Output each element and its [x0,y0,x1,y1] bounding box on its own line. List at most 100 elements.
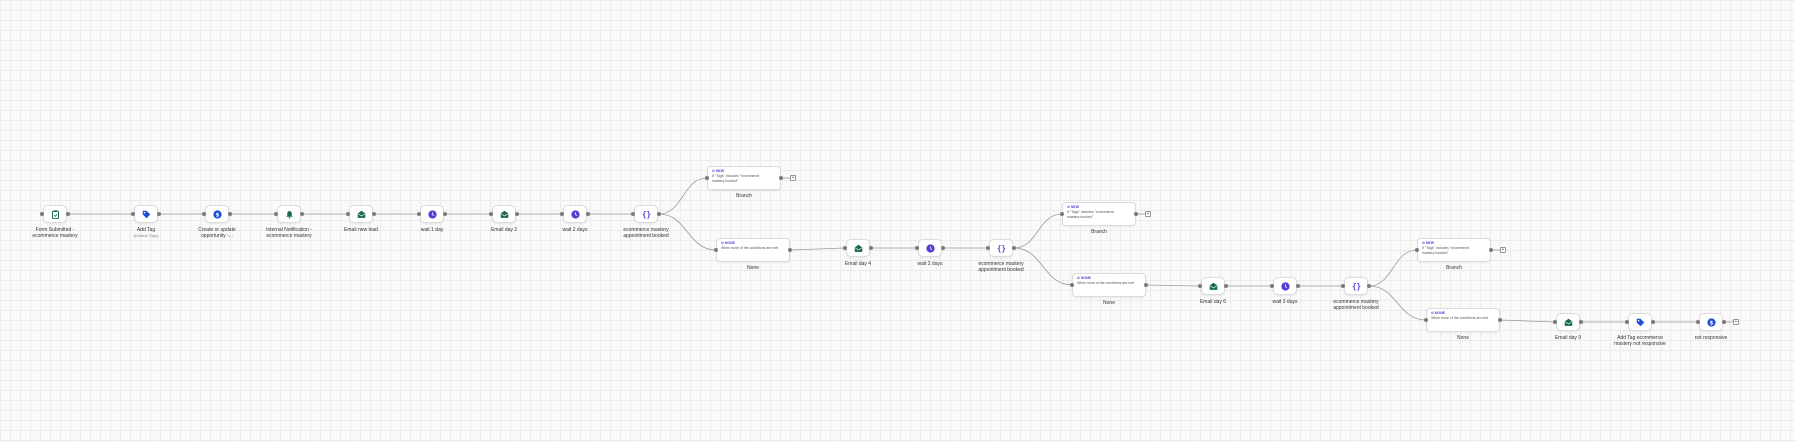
bell-icon [285,210,293,218]
node-output-port[interactable] [1722,320,1726,324]
add-step-button[interactable]: + [1733,319,1739,325]
branch-output-port[interactable] [1144,283,1148,287]
node-input-port[interactable] [1625,320,1629,324]
node-label: Internal Notification -ecommerce mastery [239,227,339,239]
svg-text:{}: {} [1352,282,1361,291]
node-input-port[interactable] [274,212,278,216]
node-label: Email day 6 [1163,299,1263,305]
add-step-button[interactable]: + [790,175,796,181]
node-output-port[interactable] [941,246,945,250]
branch-input-port[interactable] [1070,283,1074,287]
workflow-node-condition[interactable]: {} [989,239,1013,257]
node-input-port[interactable] [986,246,990,250]
node-input-port[interactable] [915,246,919,250]
add-step-button[interactable]: + [1500,247,1506,253]
connector-line [1145,284,1201,287]
node-output-port[interactable] [869,246,873,250]
workflow-node-wait[interactable] [563,205,587,223]
node-input-port[interactable] [202,212,206,216]
node-label-line: wait 3 days [1272,299,1298,305]
node-input-port[interactable] [843,246,847,250]
branch-tag: ⊙ NEW [1422,241,1435,245]
branch-input-port[interactable] [1060,212,1064,216]
node-input-port[interactable] [1341,284,1345,288]
node-input-port[interactable] [1198,284,1202,288]
branch-connector [1368,249,1418,287]
node-output-port[interactable] [1651,320,1655,324]
workflow-node-tag[interactable] [134,205,158,223]
branch-input-port[interactable] [714,248,718,252]
node-output-port[interactable] [228,212,232,216]
workflow-node-notification[interactable] [277,205,301,223]
workflow-node-email[interactable] [1201,277,1225,295]
node-output-port[interactable] [515,212,519,216]
node-input-port[interactable] [489,212,493,216]
tag-icon [142,210,150,218]
workflow-node-email[interactable] [1556,313,1580,331]
branch-output-port[interactable] [1498,318,1502,322]
node-output-port[interactable] [300,212,304,216]
node-input-port[interactable] [631,212,635,216]
workflow-node-email[interactable] [846,239,870,257]
node-output-port[interactable] [157,212,161,216]
node-output-port[interactable] [1224,284,1228,288]
branch-input-port[interactable] [1415,248,1419,252]
node-input-port[interactable] [40,212,44,216]
branch-label: None [1103,300,1115,306]
node-label-line: wait 1 day [420,227,444,233]
node-input-port[interactable] [131,212,135,216]
add-step-button[interactable]: + [1145,211,1151,217]
branch-input-port[interactable] [1424,318,1428,322]
node-output-port[interactable] [1012,246,1016,250]
node-output-port[interactable] [586,212,590,216]
node-output-port[interactable] [66,212,70,216]
branch-connector [658,213,717,251]
workflow-node-wait[interactable] [1273,277,1297,295]
workflow-node-trigger[interactable] [43,205,67,223]
workflow-node-condition[interactable]: {} [634,205,658,223]
workflow-node-email[interactable] [349,205,373,223]
braces-icon: {} [997,244,1006,253]
workflow-node-opportunity[interactable]: $ [1699,313,1723,331]
workflow-node-opportunity[interactable]: $ [205,205,229,223]
node-input-port[interactable] [1270,284,1274,288]
node-output-port[interactable] [657,212,661,216]
workflow-node-wait[interactable] [918,239,942,257]
branch-output-port[interactable] [1134,212,1138,216]
workflow-node-email[interactable] [492,205,516,223]
braces-icon: {} [1352,282,1361,291]
node-output-port[interactable] [372,212,376,216]
node-input-port[interactable] [1553,320,1557,324]
branch-output-port[interactable] [1489,248,1493,252]
svg-text:$: $ [215,212,219,218]
node-output-port[interactable] [1296,284,1300,288]
workflow-node-condition[interactable]: {} [1344,277,1368,295]
node-label: Email day 2 [454,227,554,233]
branch-output-port[interactable] [779,176,783,180]
branch-input-port[interactable] [705,176,709,180]
node-output-port[interactable] [1367,284,1371,288]
node-input-port[interactable] [346,212,350,216]
node-output-port[interactable] [1579,320,1583,324]
node-label-line: Add Tag ecommerce [1617,335,1663,341]
workflow-node-wait[interactable] [420,205,444,223]
dollar-icon: $ [1706,317,1716,327]
branch-label: None [1457,335,1469,341]
node-input-port[interactable] [560,212,564,216]
node-label-line: Email day 4 [844,261,872,267]
node-label-line: ecommerce mastery [978,261,1024,267]
branch-output-port[interactable] [788,248,792,252]
node-input-port[interactable] [1696,320,1700,324]
node-input-port[interactable] [417,212,421,216]
node-label: Form Submitted -ecommerce mastery [5,227,105,239]
branch-condition: If "Tags" Includes "ecommerce [1422,246,1470,250]
workflow-node-tag[interactable] [1628,313,1652,331]
node-output-port[interactable] [443,212,447,216]
